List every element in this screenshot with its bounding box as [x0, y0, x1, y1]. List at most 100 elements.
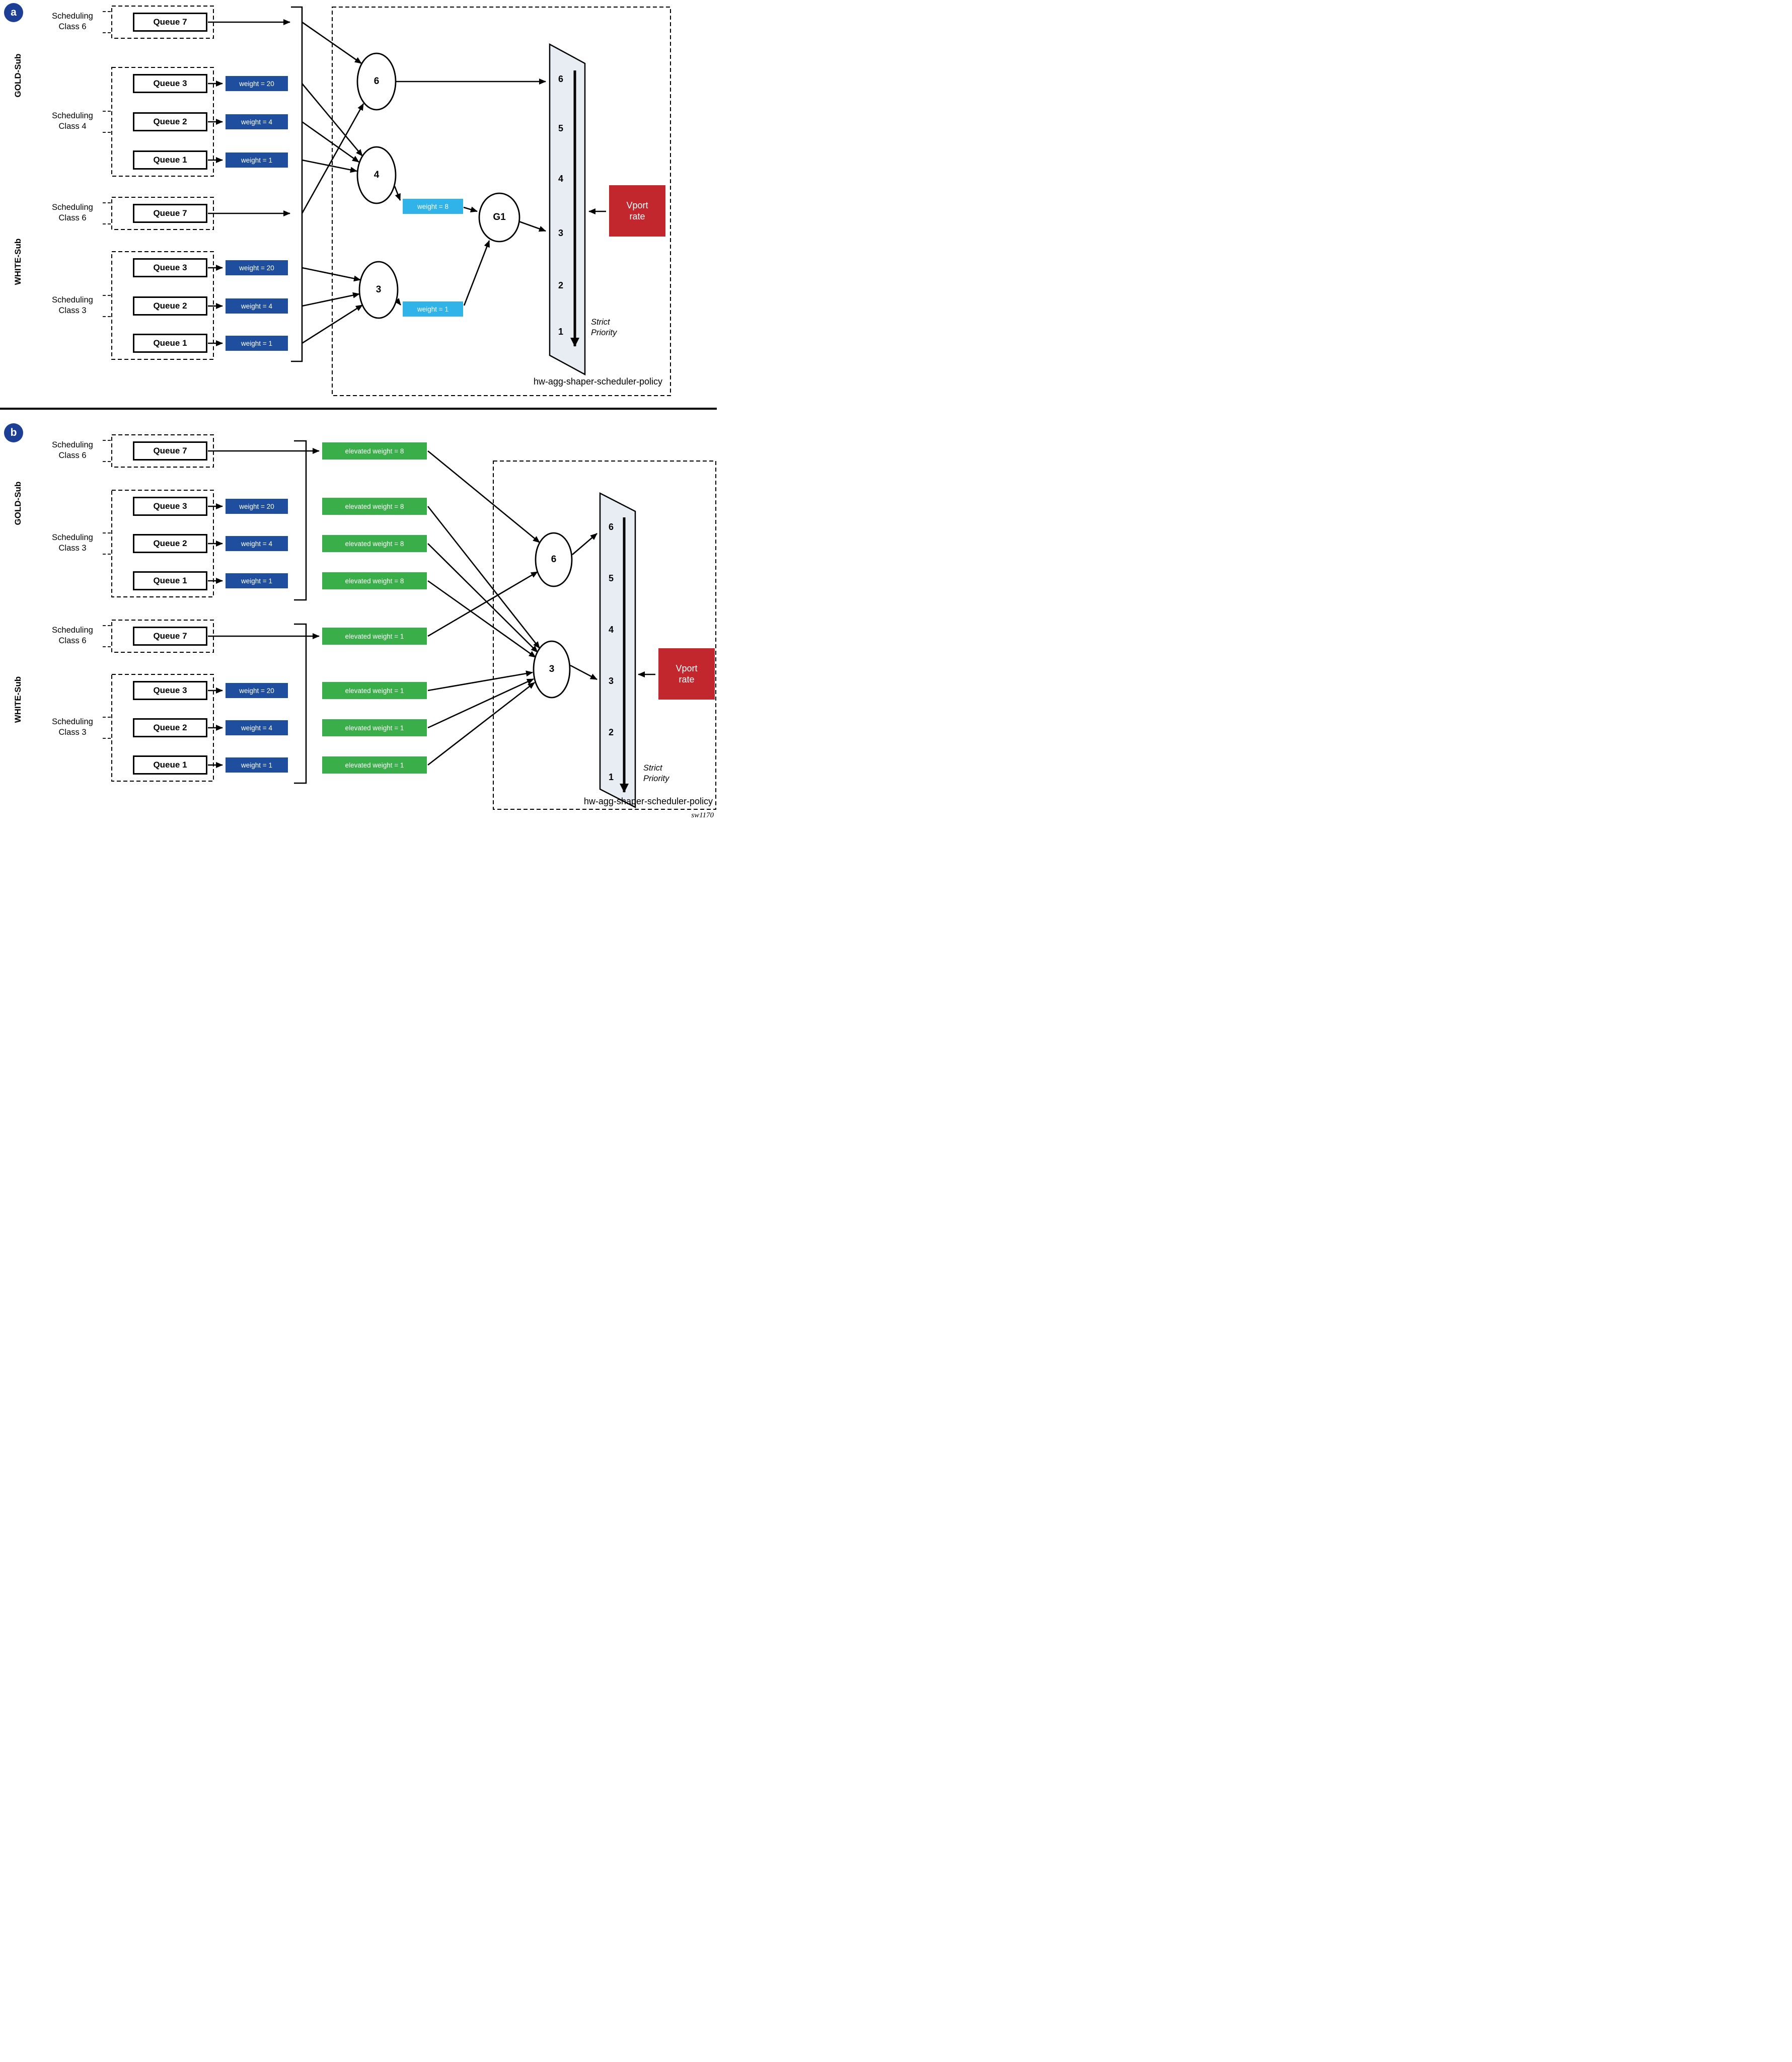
- node-ellipse-class4-a: [356, 146, 397, 204]
- queue-box-b-white-7: Queue 7: [133, 627, 207, 646]
- arrow: [427, 678, 534, 729]
- scheduler-node-b-6: 6: [551, 554, 557, 565]
- class-label-a-gold-4: Scheduling Class 4: [52, 111, 93, 131]
- weight-chip-a-white-q1: weight = 1: [226, 336, 288, 351]
- weight-chip-b-white-q3: weight = 20: [226, 683, 288, 698]
- arrow: [302, 292, 360, 307]
- priority-level-b-2: 2: [608, 727, 614, 737]
- scheduler-node-ellipses-b: [533, 532, 573, 699]
- arrow: [427, 450, 540, 544]
- scheduler-node-b-3: 3: [549, 664, 555, 674]
- priority-level-a-4: 4: [558, 174, 563, 184]
- queue-box-b-gold-1: Queue 1: [133, 571, 207, 590]
- elevated-weight-chip-b-gold-q7: elevated weight = 8: [322, 442, 427, 460]
- policy-label-b: hw-agg-shaper-scheduler-policy: [583, 796, 713, 806]
- node-ellipse-group-g1-a: [478, 192, 520, 243]
- arrow: [570, 664, 598, 680]
- strict-priority-label-a: Strict Priority: [591, 318, 617, 338]
- queue-box-a-white-3: Queue 3: [133, 258, 207, 277]
- subscriber-label-white-b: WHITE-Sub: [13, 676, 23, 723]
- queue-box-a-white-7: Queue 7: [133, 204, 207, 223]
- priority-level-b-3: 3: [608, 676, 614, 686]
- vport-rate-box-a: Vport rate: [609, 185, 665, 237]
- arrow: [302, 121, 359, 163]
- elevated-weight-chip-b-white-q1: elevated weight = 1: [322, 756, 427, 774]
- section-badge-b: b: [4, 423, 23, 442]
- elevated-weight-chip-b-gold-q2: elevated weight = 8: [322, 535, 427, 552]
- class-label-b-gold-6: Scheduling Class 6: [52, 440, 93, 461]
- queue-box-b-white-1: Queue 1: [133, 755, 207, 775]
- policy-label-a: hw-agg-shaper-scheduler-policy: [533, 376, 662, 387]
- weight-chip-b-gold-q2: weight = 4: [226, 536, 288, 551]
- weight-chip-b-white-q2: weight = 4: [226, 720, 288, 735]
- queue-box-a-gold-3: Queue 3: [133, 74, 207, 93]
- arrow: [302, 304, 363, 344]
- section-divider: [0, 408, 717, 410]
- weight-chip-a-white-q2: weight = 4: [226, 298, 288, 314]
- queue-box-a-white-2: Queue 2: [133, 296, 207, 316]
- arrow: [427, 681, 535, 766]
- weight-chip-b-white-q1: weight = 1: [226, 757, 288, 773]
- arrow: [463, 206, 478, 213]
- arrow: [463, 240, 490, 306]
- node-ellipse-class3-a: [358, 261, 399, 319]
- strict-priority-panel-b: [599, 492, 636, 809]
- class-label-a-white-6: Scheduling Class 6: [52, 203, 93, 223]
- node-ellipse-class6-a: [356, 52, 397, 111]
- strict-priority-panel-a: [549, 43, 586, 376]
- arrow: [427, 571, 538, 637]
- priority-level-a-3: 3: [558, 228, 563, 238]
- priority-level-b-6: 6: [608, 522, 614, 532]
- elevated-weight-chip-b-white-q2: elevated weight = 1: [322, 719, 427, 736]
- priority-level-b-4: 4: [608, 625, 614, 635]
- weight-chip-b-gold-q3: weight = 20: [226, 499, 288, 514]
- priority-level-a-2: 2: [558, 280, 563, 290]
- node-ellipse-class6-b: [535, 532, 573, 587]
- scheduler-node-a-4: 4: [374, 170, 380, 180]
- queue-box-b-gold-7: Queue 7: [133, 441, 207, 461]
- queue-box-a-gold-7: Queue 7: [133, 13, 207, 32]
- arrow: [572, 533, 598, 555]
- diagram-canvas: a GOLD-Sub WHITE-Sub Scheduling Class 6 …: [0, 0, 717, 825]
- arrow: [427, 543, 538, 653]
- queue-bracket-a: [291, 6, 303, 362]
- subscriber-label-gold-a: GOLD-Sub: [13, 53, 23, 98]
- queue-box-b-white-3: Queue 3: [133, 681, 207, 700]
- elevated-weight-chip-b-gold-q1: elevated weight = 8: [322, 572, 427, 589]
- scheduler-node-ellipses-a: [356, 52, 520, 319]
- priority-level-b-5: 5: [608, 573, 614, 583]
- subscriber-label-white-a: WHITE-Sub: [13, 238, 23, 285]
- arrow: [427, 580, 536, 658]
- weight-chip-a-gold-q3: weight = 20: [226, 76, 288, 91]
- weight-chip-a-gold-q1: weight = 1: [226, 152, 288, 168]
- class-label-b-white-3: Scheduling Class 3: [52, 717, 93, 737]
- class-label-a-white-3: Scheduling Class 3: [52, 295, 93, 316]
- policy-box-a: [332, 7, 671, 396]
- figure-code: sw1170: [691, 811, 714, 819]
- arrows-a: [208, 19, 606, 346]
- diagram-shapes: [0, 6, 717, 810]
- arrow: [302, 83, 363, 157]
- arrow: [302, 159, 357, 173]
- group-weight-chip-class4: weight = 8: [403, 199, 463, 214]
- group-weight-chip-class3: weight = 1: [403, 301, 463, 317]
- elevated-weight-chip-b-white-q7: elevated weight = 1: [322, 628, 427, 645]
- arrow: [427, 506, 541, 649]
- class-label-b-gold-3: Scheduling Class 3: [52, 533, 93, 553]
- elevated-weight-chip-b-gold-q3: elevated weight = 8: [322, 498, 427, 515]
- priority-level-a-6: 6: [558, 74, 563, 84]
- queue-box-b-white-2: Queue 2: [133, 718, 207, 737]
- priority-level-a-1: 1: [558, 327, 563, 337]
- queue-box-b-gold-2: Queue 2: [133, 534, 207, 553]
- vport-rate-box-b: Vport rate: [658, 648, 715, 700]
- arrows-b: [208, 448, 655, 768]
- scheduler-node-a-6: 6: [374, 76, 380, 87]
- queue-box-a-white-1: Queue 1: [133, 334, 207, 353]
- queue-bracket-b-white: [294, 623, 307, 784]
- queue-box-a-gold-2: Queue 2: [133, 112, 207, 131]
- class-label-a-gold-6: Scheduling Class 6: [52, 12, 93, 32]
- arrow: [427, 670, 533, 692]
- arrow: [518, 220, 546, 232]
- arrow: [394, 298, 402, 306]
- node-ellipse-class3-b: [533, 640, 571, 699]
